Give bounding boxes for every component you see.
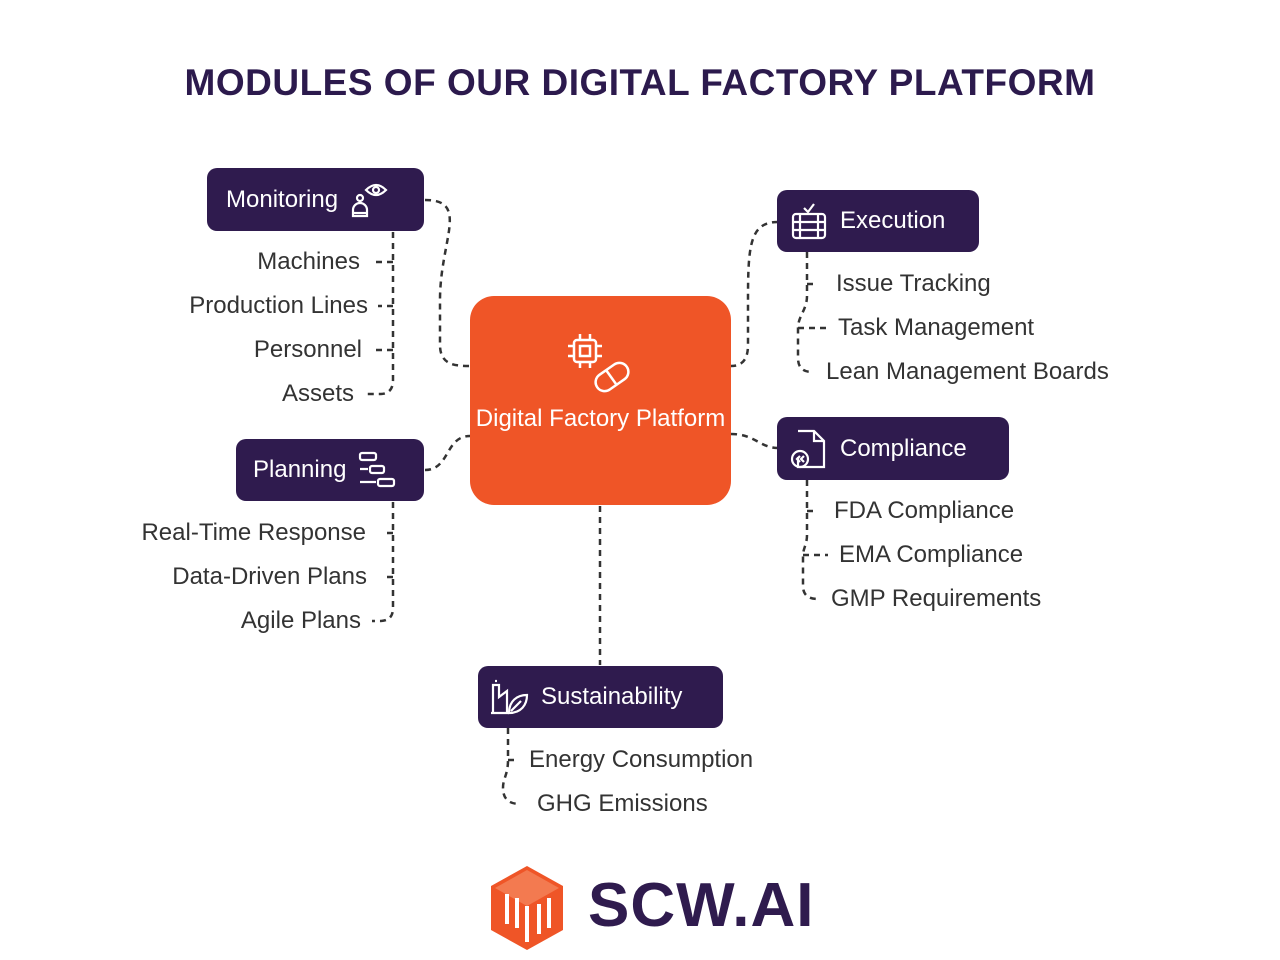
planning-item: Agile Plans — [240, 607, 361, 634]
gantt-icon — [359, 451, 396, 488]
module-planning-label: Planning — [253, 456, 347, 483]
module-monitoring-label: Monitoring — [226, 185, 339, 213]
module-monitoring[interactable]: Monitoring — [207, 168, 424, 231]
page-title: MODULES OF OUR DIGITAL FACTORY PLATFORM — [184, 62, 1096, 103]
compliance-item: GMP Requirements — [831, 585, 1042, 612]
planning-item: Data-Driven Plans — [172, 563, 367, 590]
center-hub: Digital Factory Platform — [470, 296, 731, 505]
module-sustainability[interactable]: Sustainability — [478, 666, 723, 728]
brand-logo-icon — [491, 866, 563, 950]
server-check-icon — [791, 203, 827, 240]
execution-item: Issue Tracking — [836, 270, 991, 297]
module-compliance[interactable]: Compliance — [777, 417, 1009, 480]
factory-leaf-icon — [491, 679, 529, 715]
brand-wordmark: SCW.AI — [588, 871, 815, 940]
execution-item: Lean Management Boards — [826, 358, 1109, 385]
compliance-item: FDA Compliance — [834, 497, 1015, 524]
center-hub-label: Digital Factory Platform — [475, 405, 726, 432]
module-execution-label: Execution — [840, 207, 946, 234]
planning-item: Real-Time Response — [141, 519, 366, 546]
monitoring-item: Assets — [281, 380, 354, 407]
monitoring-item: Personnel — [253, 336, 362, 363]
document-icon — [790, 429, 826, 468]
chip-pill-icon — [568, 334, 630, 393]
monitoring-item: Production Lines — [189, 292, 368, 319]
sustainability-item: GHG Emissions — [537, 790, 708, 817]
monitoring-item: Machines — [257, 248, 360, 275]
module-execution[interactable]: Execution — [777, 190, 979, 252]
module-sustainability-label: Sustainability — [541, 683, 683, 710]
module-planning[interactable]: Planning — [236, 439, 424, 501]
sustainability-item: Energy Consumption — [529, 746, 754, 773]
module-compliance-label: Compliance — [840, 434, 967, 462]
robot-eye-icon — [351, 183, 388, 217]
execution-item: Task Management — [838, 314, 1035, 341]
compliance-item: EMA Compliance — [839, 541, 1024, 568]
